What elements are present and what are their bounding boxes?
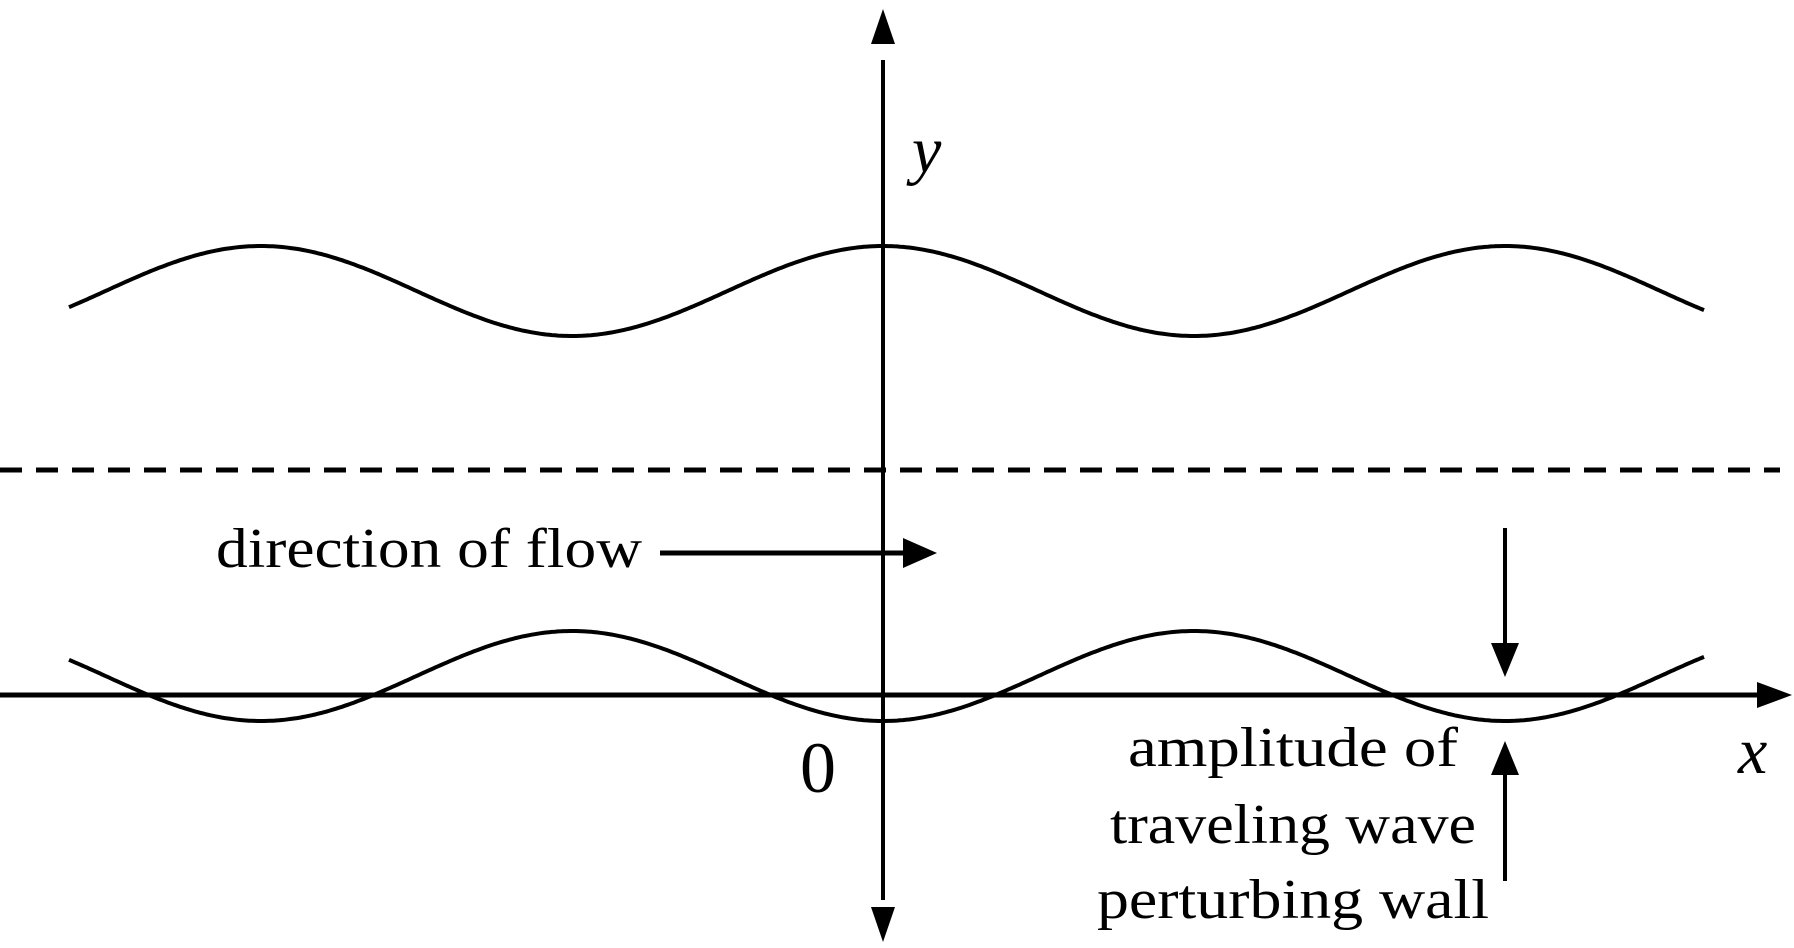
upper-wall-wave xyxy=(68,244,1705,338)
y-axis-label: y xyxy=(906,114,942,187)
y-axis-top-arrowhead xyxy=(871,9,895,44)
x-axis-arrowhead xyxy=(1757,682,1792,708)
y-axis-bottom-arrowhead xyxy=(871,907,895,942)
x-axis-label: x xyxy=(1737,715,1767,788)
flow-arrowhead xyxy=(903,538,937,568)
amplitude-label-line-3: perturbing wall xyxy=(1097,869,1489,931)
amplitude-up-arrowhead xyxy=(1491,741,1519,775)
lower-wall-wave xyxy=(68,629,1705,723)
amplitude-label-line-2: traveling wave xyxy=(1110,794,1476,856)
amplitude-down-arrowhead xyxy=(1491,643,1519,677)
origin-label: 0 xyxy=(800,728,836,808)
flow-label: direction of flow xyxy=(216,518,643,580)
amplitude-label-line-1: amplitude of xyxy=(1128,717,1458,779)
